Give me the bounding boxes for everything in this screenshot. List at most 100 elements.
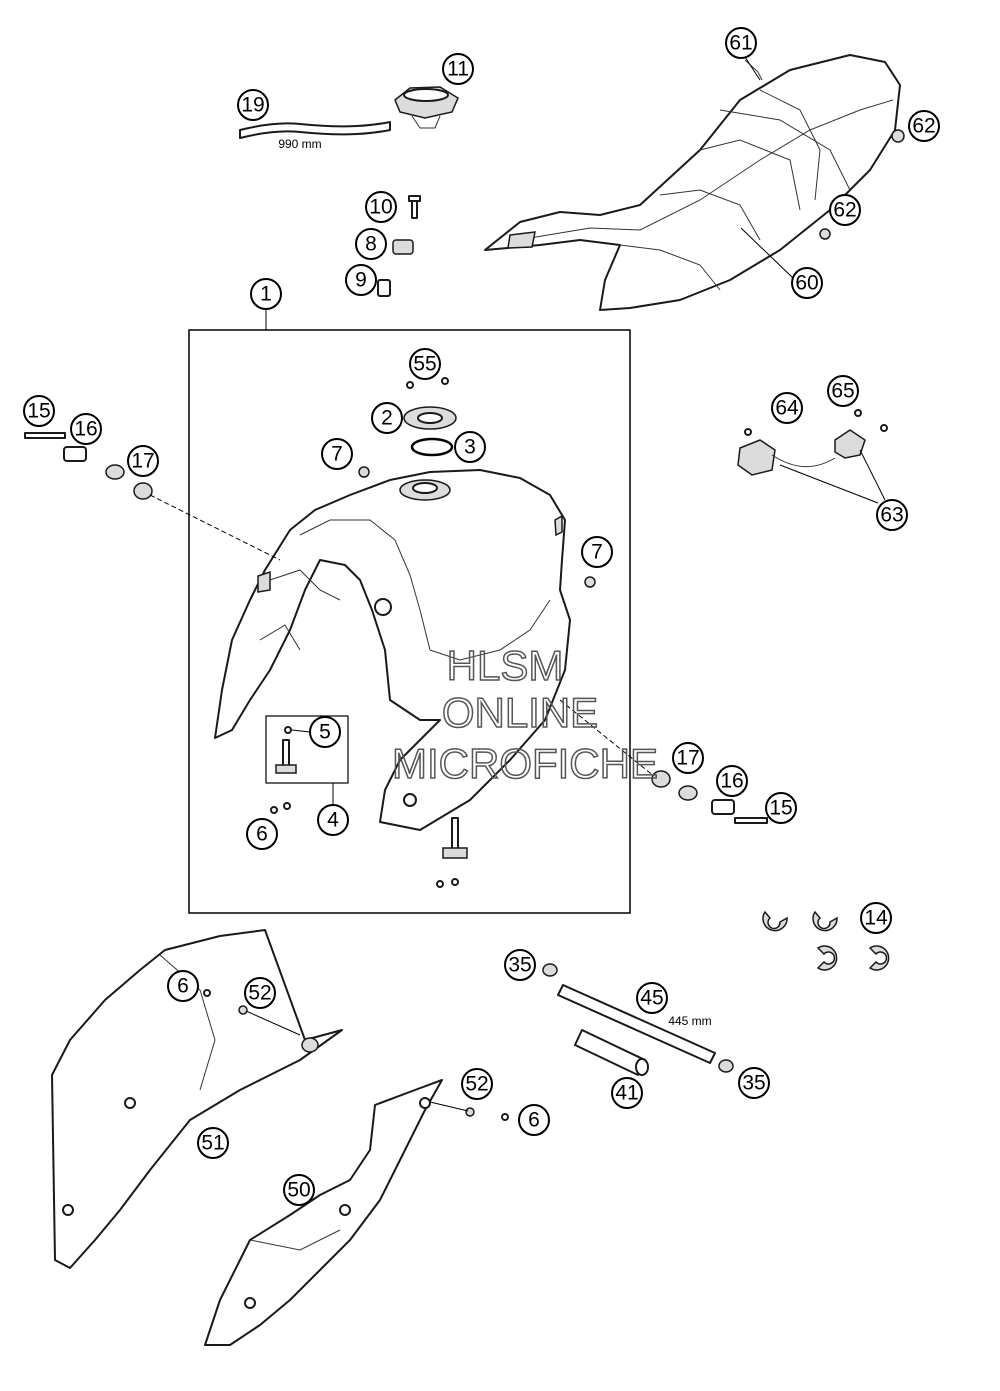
side-cover-50 [204,1079,443,1346]
callout-4: 4 [317,804,349,836]
callout-14: 14 [860,902,892,934]
o-ring-3 [410,437,454,457]
leader-5 [291,729,311,733]
callout-35: 35 [738,1067,770,1099]
svg-text:3: 3 [464,436,476,459]
fuel-tap-left [275,726,297,774]
mounting-bolt-left [24,432,153,500]
callout-15: 15 [23,395,55,427]
seat [484,54,901,311]
svg-text:5: 5 [319,721,331,744]
callout-62: 62 [829,194,861,226]
leader-63a [779,464,879,504]
svg-text:19: 19 [241,94,264,117]
svg-text:7: 7 [591,541,603,564]
spacer-9 [377,279,391,297]
hose-length-label: 990 mm [278,137,321,151]
svg-text:63: 63 [880,504,903,527]
rubber-buffer-62a [891,129,905,143]
svg-text:10: 10 [369,196,392,219]
screw-6-right [501,1113,509,1121]
callout-50: 50 [283,1174,315,1206]
screw-6b [283,802,291,810]
svg-text:50: 50 [287,1179,310,1202]
callout-63: 63 [876,499,908,531]
svg-text:52: 52 [248,982,271,1005]
callout-3: 3 [454,431,486,463]
svg-text:6: 6 [528,1109,540,1132]
callout-51: 51 [197,1127,229,1159]
fuel-tank-assembly-box [188,329,631,914]
callout-8: 8 [355,228,387,260]
svg-text:61: 61 [729,32,752,55]
leader-60 [740,227,794,279]
callout-10: 10 [365,191,397,223]
callout-2: 2 [371,402,403,434]
tank-cap [394,86,459,129]
svg-text:15: 15 [27,400,50,423]
tank-flange-2-inner [417,412,443,424]
svg-text:17: 17 [676,747,699,770]
callout-52: 52 [244,977,276,1009]
svg-text:2: 2 [381,407,393,430]
leader-52b [429,1101,469,1112]
svg-text:7: 7 [331,443,343,466]
watermark-line-2: ONLINE [442,689,598,736]
watermark-line-3: MICROFICHE [392,740,658,787]
washer-52-left [238,1005,248,1015]
svg-text:6: 6 [256,823,268,846]
callout-7: 7 [321,438,353,470]
callout-17: 17 [672,742,704,774]
tube-length-label: 445 mm [668,1014,711,1028]
svg-text:6: 6 [177,975,189,998]
callout-19: 19 [237,89,269,121]
callout-64: 64 [771,392,803,424]
screw-55a [406,381,414,389]
screw-6-left [203,989,211,997]
leader-63b [859,449,886,501]
svg-text:11: 11 [447,58,469,81]
svg-text:41: 41 [615,1082,638,1105]
callout-17: 17 [127,445,159,477]
watermark-line-1: HLSM [447,642,564,689]
svg-text:35: 35 [508,954,531,977]
callout-61: 61 [725,27,757,59]
dash-line-left [149,494,281,561]
callout-16: 16 [716,765,748,797]
callout-11: 11 [442,53,474,85]
washer-52-right [465,1107,475,1117]
svg-text:65: 65 [831,380,854,403]
svg-text:16: 16 [720,770,743,793]
callout-62: 62 [908,110,940,142]
svg-text:62: 62 [912,115,935,138]
callout-45: 45 [636,982,668,1014]
fuel-tap-assembly-box [265,715,349,784]
svg-text:1: 1 [260,283,272,306]
callout-41: 41 [611,1077,643,1109]
fuel-tap-right [436,817,468,888]
svg-text:14: 14 [864,907,888,930]
leader-61 [744,56,761,81]
side-cover-51 [51,929,343,1269]
callout-16: 16 [70,413,102,445]
screw-55b [441,377,449,385]
rubber-buffer-62b [819,228,831,240]
callout-6: 6 [167,970,199,1002]
svg-text:15: 15 [769,797,792,820]
svg-text:51: 51 [201,1132,224,1155]
callout-52: 52 [461,1068,493,1100]
screw-10-head [408,195,421,202]
svg-text:60: 60 [795,272,818,295]
svg-text:4: 4 [327,809,339,832]
svg-text:35: 35 [742,1072,765,1095]
tube-45 [542,963,734,1073]
svg-text:52: 52 [465,1073,488,1096]
callout-15: 15 [765,792,797,824]
callout-7: 7 [581,536,613,568]
svg-text:55: 55 [413,353,436,376]
callout-55: 55 [409,348,441,380]
breather-hose [239,121,391,139]
svg-text:62: 62 [833,199,856,222]
callout-60: 60 [791,267,823,299]
